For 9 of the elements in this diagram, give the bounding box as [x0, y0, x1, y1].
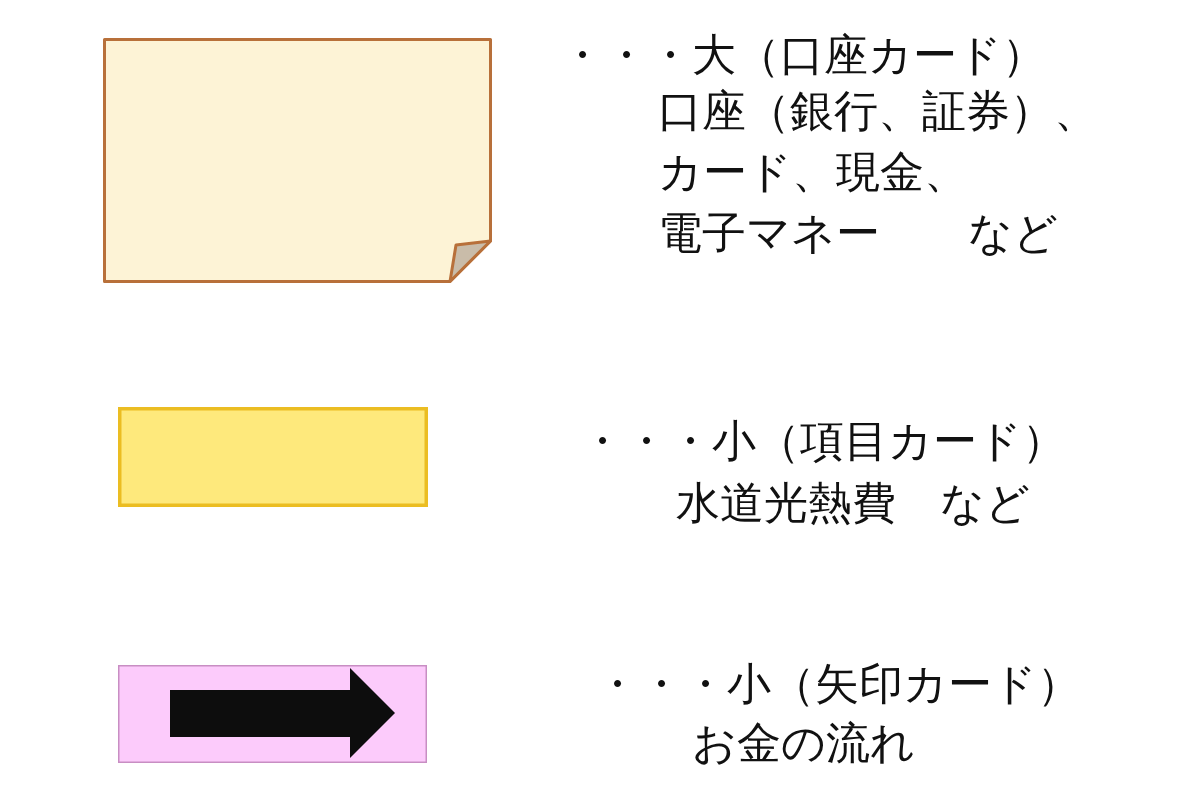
item-card	[118, 407, 428, 507]
card-type-label: ・・・小（矢印カード）	[595, 657, 1081, 711]
example-text: 口座（銀行、証券）、カード、現金、電子マネー など	[658, 84, 1099, 260]
example-text: 水道光熱費 など	[676, 476, 1030, 530]
folded-card	[103, 38, 492, 283]
example-text: お金の流れ	[692, 716, 915, 770]
card-type-label: ・・・小（項目カード）	[580, 414, 1066, 468]
arrow-card	[118, 665, 427, 763]
card-type-label: ・・・大（口座カード）	[560, 28, 1046, 82]
